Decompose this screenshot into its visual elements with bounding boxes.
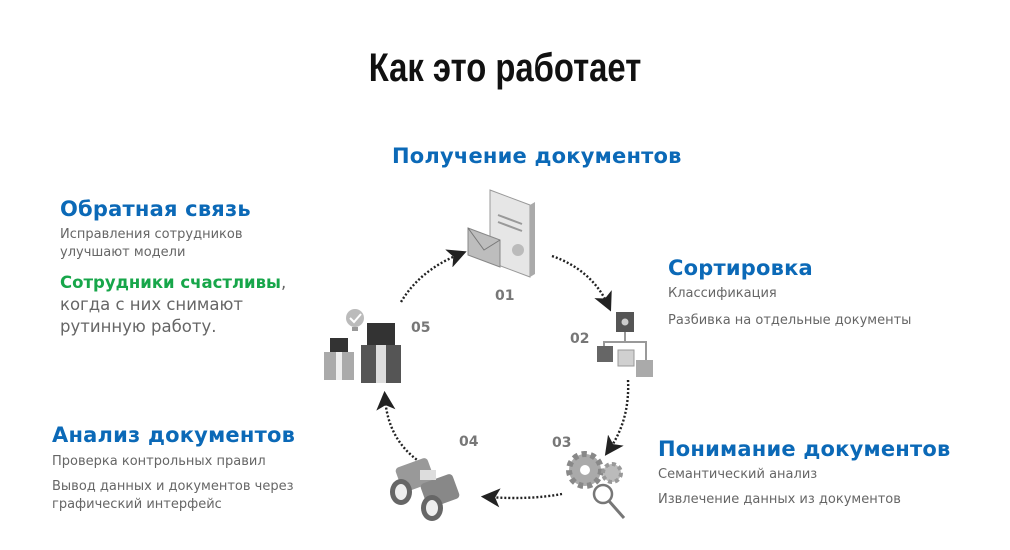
step-heading: Получение документов <box>392 144 682 168</box>
arrow-04-05 <box>376 390 421 463</box>
step-number: 03 <box>552 435 572 451</box>
step-number: 05 <box>411 320 431 336</box>
step-text: улучшают модели <box>60 245 186 260</box>
step-number: 02 <box>570 331 590 347</box>
step-text: Разбивка на отдельные документы <box>668 313 912 328</box>
step-number: 01 <box>495 288 515 304</box>
document-envelope-icon <box>467 189 535 278</box>
arrow-03-04 <box>480 488 563 508</box>
step-heading: Понимание документов <box>658 437 951 461</box>
highlight-comma: , <box>280 273 287 292</box>
step-heading: Анализ документов <box>52 423 296 447</box>
highlight-text-line: рутинную работу. <box>60 317 217 336</box>
highlight-line: Сотрудники счастливы, <box>60 272 286 294</box>
arrow-02-03 <box>604 379 630 456</box>
highlight-text: Сотрудники счастливы <box>60 273 281 292</box>
step-text: Проверка контрольных правил <box>52 454 266 469</box>
step-text: Исправления сотрудников <box>60 227 243 242</box>
people-lightbulb-icon <box>324 309 401 383</box>
step-heading: Сортировка <box>668 256 813 280</box>
step-text: Извлечение данных из документов <box>658 492 901 507</box>
binoculars-icon <box>390 458 460 521</box>
step-text: Классификация <box>668 286 777 301</box>
step-heading: Обратная связь <box>60 197 251 221</box>
highlight-text-line: когда с них снимают <box>60 295 243 314</box>
arrow-05-01 <box>399 249 467 303</box>
hierarchy-icon <box>597 312 653 377</box>
step-text: Вывод данных и документов через <box>52 479 294 494</box>
arrow-01-02 <box>551 254 612 312</box>
step-number: 04 <box>459 434 479 450</box>
step-text: Семантический анализ <box>658 467 818 482</box>
gears-magnifier-icon <box>566 451 626 519</box>
page-title: Как это работает <box>368 46 642 90</box>
step-text: графический интерфейс <box>52 497 222 512</box>
